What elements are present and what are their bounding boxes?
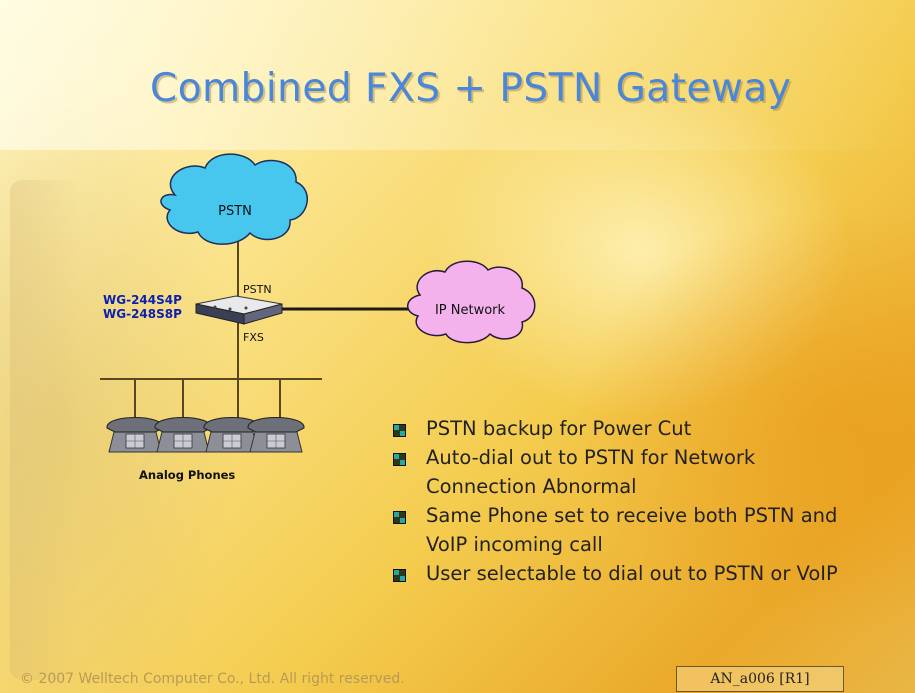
analog-phones-label: Analog Phones — [139, 468, 235, 482]
fxs-link-label: FXS — [243, 331, 264, 344]
bullet-text: Same Phone set to receive both PSTN and … — [426, 504, 838, 556]
square-bullet-icon — [393, 569, 406, 582]
title-band — [0, 0, 915, 150]
phone-icon — [154, 417, 212, 453]
ip-network-cloud-label: IP Network — [435, 303, 506, 318]
gateway-device — [195, 295, 283, 325]
bullet-text: Auto-dial out to PSTN for Network Connec… — [426, 446, 756, 498]
ip-network-cloud: IP Network — [407, 260, 536, 344]
pstn-cloud: PSTN — [160, 153, 308, 245]
pstn-link-label: PSTN — [243, 283, 272, 296]
slide-title: Combined FXS + PSTN Gateway — [150, 66, 792, 111]
keypad-background-decoration — [10, 180, 80, 680]
bullet-text: User selectable to dial out to PSTN or V… — [426, 562, 838, 585]
phone-icon — [106, 417, 164, 453]
document-id-box: AN_a006 [R1] — [676, 666, 844, 692]
square-bullet-icon — [393, 424, 406, 437]
device-model-2: WG-248S8P — [103, 307, 182, 321]
bullet-item: User selectable to dial out to PSTN or V… — [393, 559, 863, 588]
bullet-text: PSTN backup for Power Cut — [426, 417, 692, 440]
analog-phones — [106, 417, 305, 453]
square-bullet-icon — [393, 453, 406, 466]
square-bullet-icon — [393, 511, 406, 524]
bullet-item: PSTN backup for Power Cut — [393, 414, 863, 443]
copyright-footer: © 2007 Welltech Computer Co., Ltd. All r… — [20, 671, 405, 687]
bullet-item: Auto-dial out to PSTN for Network Connec… — [393, 443, 863, 501]
bullet-item: Same Phone set to receive both PSTN and … — [393, 501, 863, 559]
device-model-1: WG-244S4P — [103, 293, 182, 307]
feature-bullet-list: PSTN backup for Power Cut Auto-dial out … — [393, 414, 863, 588]
pstn-cloud-label: PSTN — [218, 204, 252, 219]
phone-icon — [247, 417, 305, 453]
phone-icon — [203, 417, 261, 453]
